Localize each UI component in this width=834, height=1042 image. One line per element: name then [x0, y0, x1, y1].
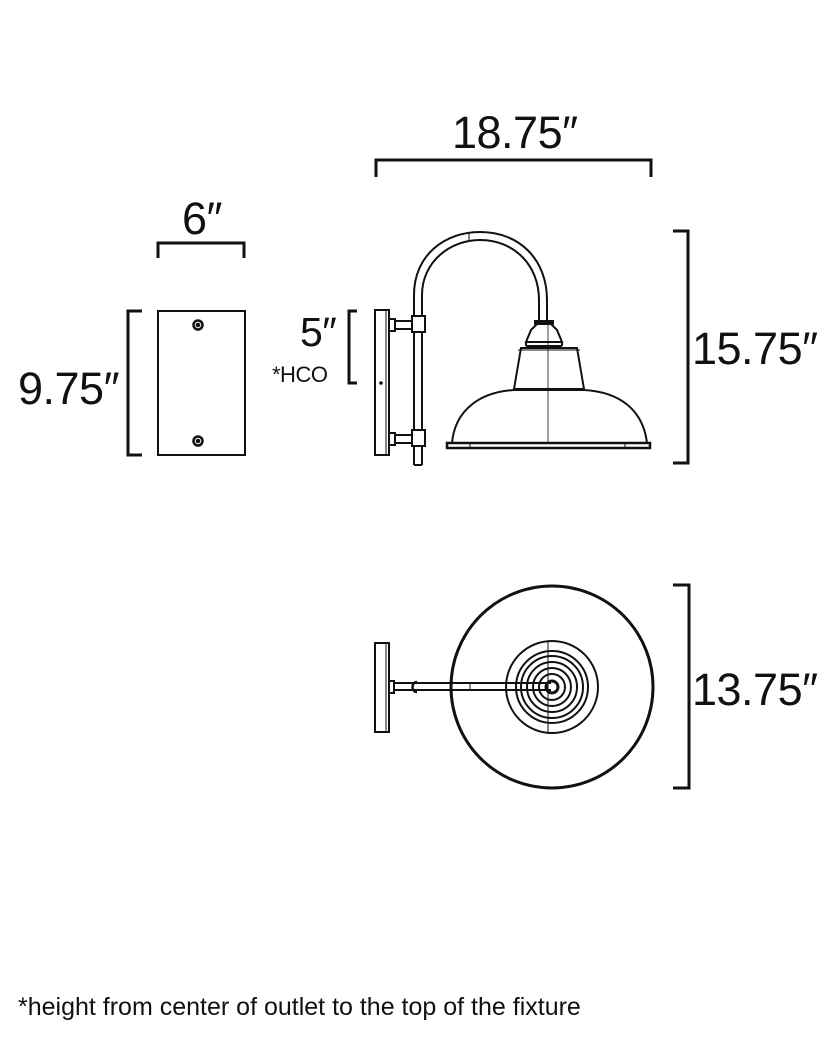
- top-view: [374, 583, 691, 790]
- arm-top: [394, 682, 551, 691]
- overall-width-bracket: [374, 158, 653, 177]
- backplate-front-view: [126, 241, 246, 457]
- shade-dome: [451, 389, 648, 444]
- side-view: [347, 158, 690, 466]
- shade-cap: [524, 323, 564, 343]
- backplate-width-label: 6″: [182, 193, 222, 244]
- footnote: *height from center of outlet to the top…: [18, 993, 581, 1021]
- backplate-height-label: 9.75″: [18, 363, 120, 414]
- overall-height-bracket: [673, 229, 690, 465]
- height-dimension-bracket: [126, 309, 142, 457]
- overall-width-label: 18.75″: [452, 107, 578, 158]
- mounting-screw-icon: [192, 435, 204, 447]
- outlet-center-dot: [379, 381, 383, 385]
- shade-neck: [512, 347, 586, 390]
- mounting-screw-icon: [192, 319, 204, 331]
- overall-height-label: 15.75″: [692, 323, 818, 374]
- hco-bracket: [347, 309, 357, 385]
- shade-rim: [445, 441, 652, 450]
- hco-tag-label: *HCO: [272, 362, 328, 387]
- gooseneck-arm: [413, 230, 548, 323]
- backplate-top: [374, 642, 390, 733]
- backplate-outline: [157, 310, 246, 456]
- diameter-bracket: [673, 583, 691, 790]
- width-dimension-bracket: [156, 241, 246, 258]
- shade-outline-top: [449, 584, 655, 790]
- backplate-side: [374, 309, 390, 456]
- hco-value-label: 5″: [300, 309, 337, 355]
- shade-diameter-label: 13.75″: [692, 664, 818, 715]
